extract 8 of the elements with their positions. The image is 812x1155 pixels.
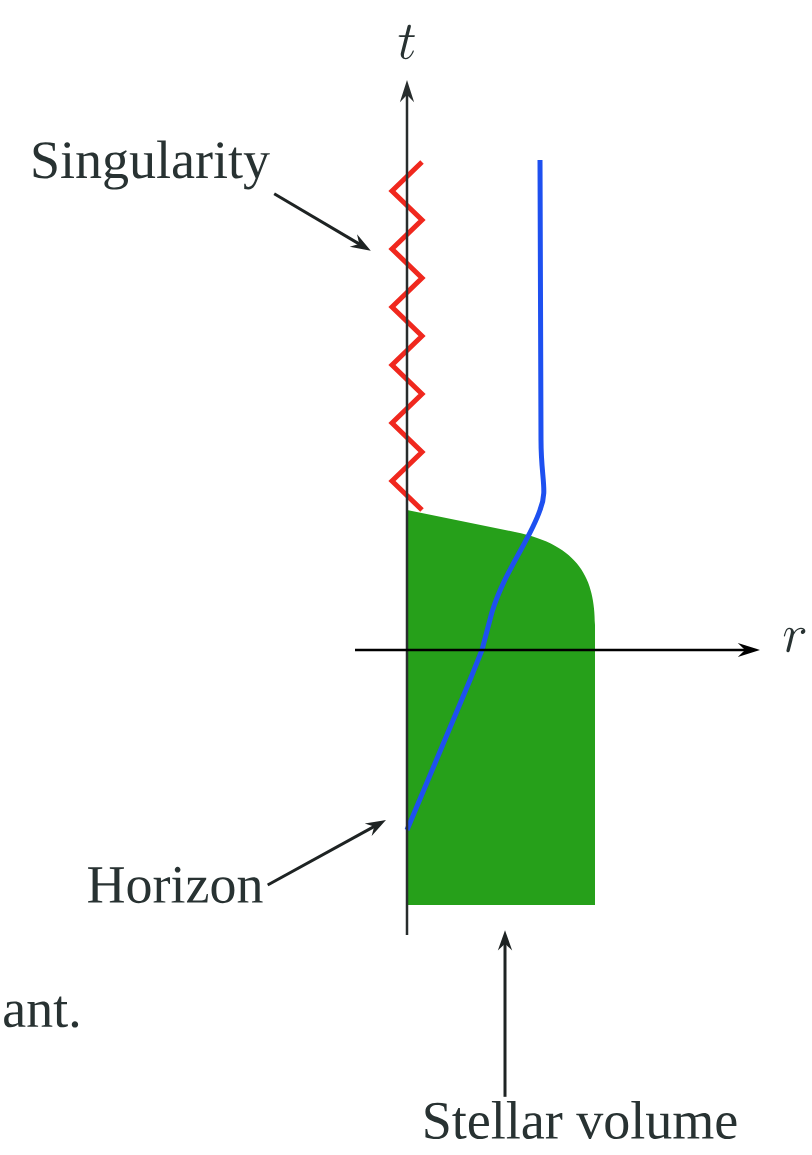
axis-label: $r$ — [783, 627, 806, 653]
text-fragment: ant. — [4, 996, 79, 1028]
singularity-zigzag — [388, 160, 426, 512]
axis-label: $t$ — [398, 24, 415, 60]
label-text: Stellar volume — [425, 1101, 737, 1139]
label-text: Horizon — [88, 866, 263, 904]
stellar-region — [407, 510, 595, 905]
label-text: Singularity — [33, 140, 270, 190]
